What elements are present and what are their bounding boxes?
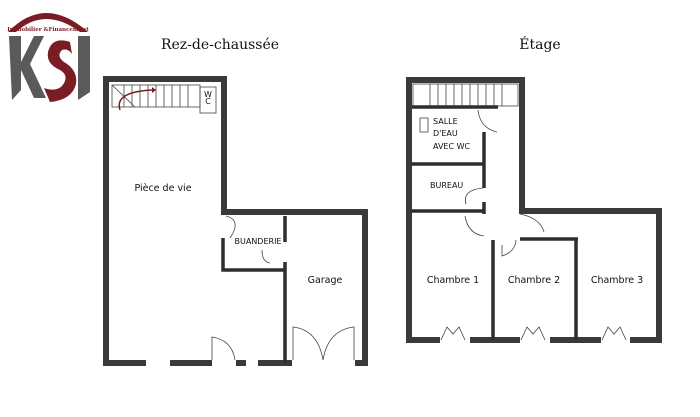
room-chambre-3: Chambre 3 — [591, 275, 643, 286]
room-salle-line1: SALLE — [433, 117, 458, 126]
logo-tagline: Immobilier &Financement — [7, 27, 89, 33]
wc-label-c: C — [205, 97, 211, 106]
stairs — [111, 84, 201, 111]
upper-floor-plan: SALLE D'EAU AVEC WC BUREAU Chambre 1 Cha… — [406, 77, 662, 344]
room-chambre-2: Chambre 2 — [508, 275, 560, 286]
room-garage: Garage — [308, 275, 343, 286]
room-salle-line3: AVEC WC — [433, 142, 471, 151]
wc-label-w: W — [204, 90, 212, 99]
room-buanderie: BUANDERIE — [235, 237, 282, 246]
room-chambre-1: Chambre 1 — [427, 275, 479, 286]
stair-arrow-icon — [118, 89, 153, 111]
room-piece-de-vie: Pièce de vie — [134, 183, 191, 194]
stairs-upper — [412, 83, 519, 107]
plan-title-upper: Étage — [519, 35, 560, 53]
room-bureau: BUREAU — [430, 181, 463, 190]
ksi-logo: Immobilier &Financement — [7, 13, 90, 102]
plan-title-ground: Rez-de-chaussée — [161, 37, 279, 53]
wc-box — [199, 86, 217, 114]
room-salle-line2: D'EAU — [433, 129, 458, 138]
ground-floor-plan: W C Pièce de vie BUANDERIE Garage — [103, 76, 368, 367]
